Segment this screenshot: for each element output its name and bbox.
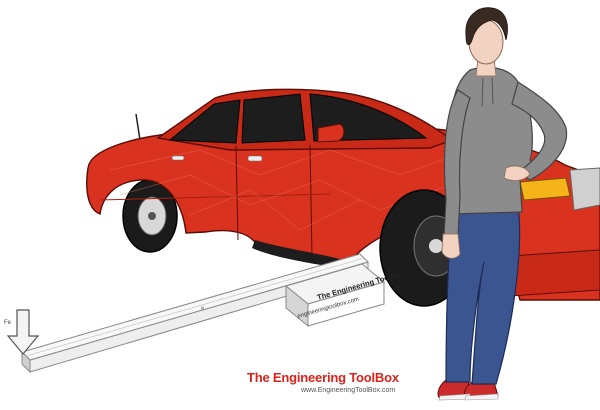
side-mirror xyxy=(317,123,345,143)
beam-mark-label: e xyxy=(201,306,205,312)
person xyxy=(437,7,568,401)
car-antenna xyxy=(135,113,141,141)
front-door-handle xyxy=(247,155,263,162)
rear-window xyxy=(168,99,241,144)
logo-url: www.EngineeringToolBox.com xyxy=(301,387,396,394)
force-arrow-icon xyxy=(6,309,40,355)
logo-title: The Engineering ToolBox xyxy=(247,370,399,385)
left-hand xyxy=(441,233,461,259)
jeans xyxy=(445,205,521,385)
hair xyxy=(465,7,508,46)
right-hand xyxy=(503,165,531,182)
right-arm xyxy=(511,81,568,181)
front-bumper xyxy=(569,167,600,211)
lever-beam xyxy=(21,253,369,374)
rear-door-window xyxy=(241,93,306,144)
force-label: Fe xyxy=(4,320,12,326)
rear-door-handle xyxy=(171,155,185,161)
fulcrum-block: The Engineering ToolBox engineeringtoolb… xyxy=(284,263,406,328)
headlight xyxy=(519,177,571,201)
